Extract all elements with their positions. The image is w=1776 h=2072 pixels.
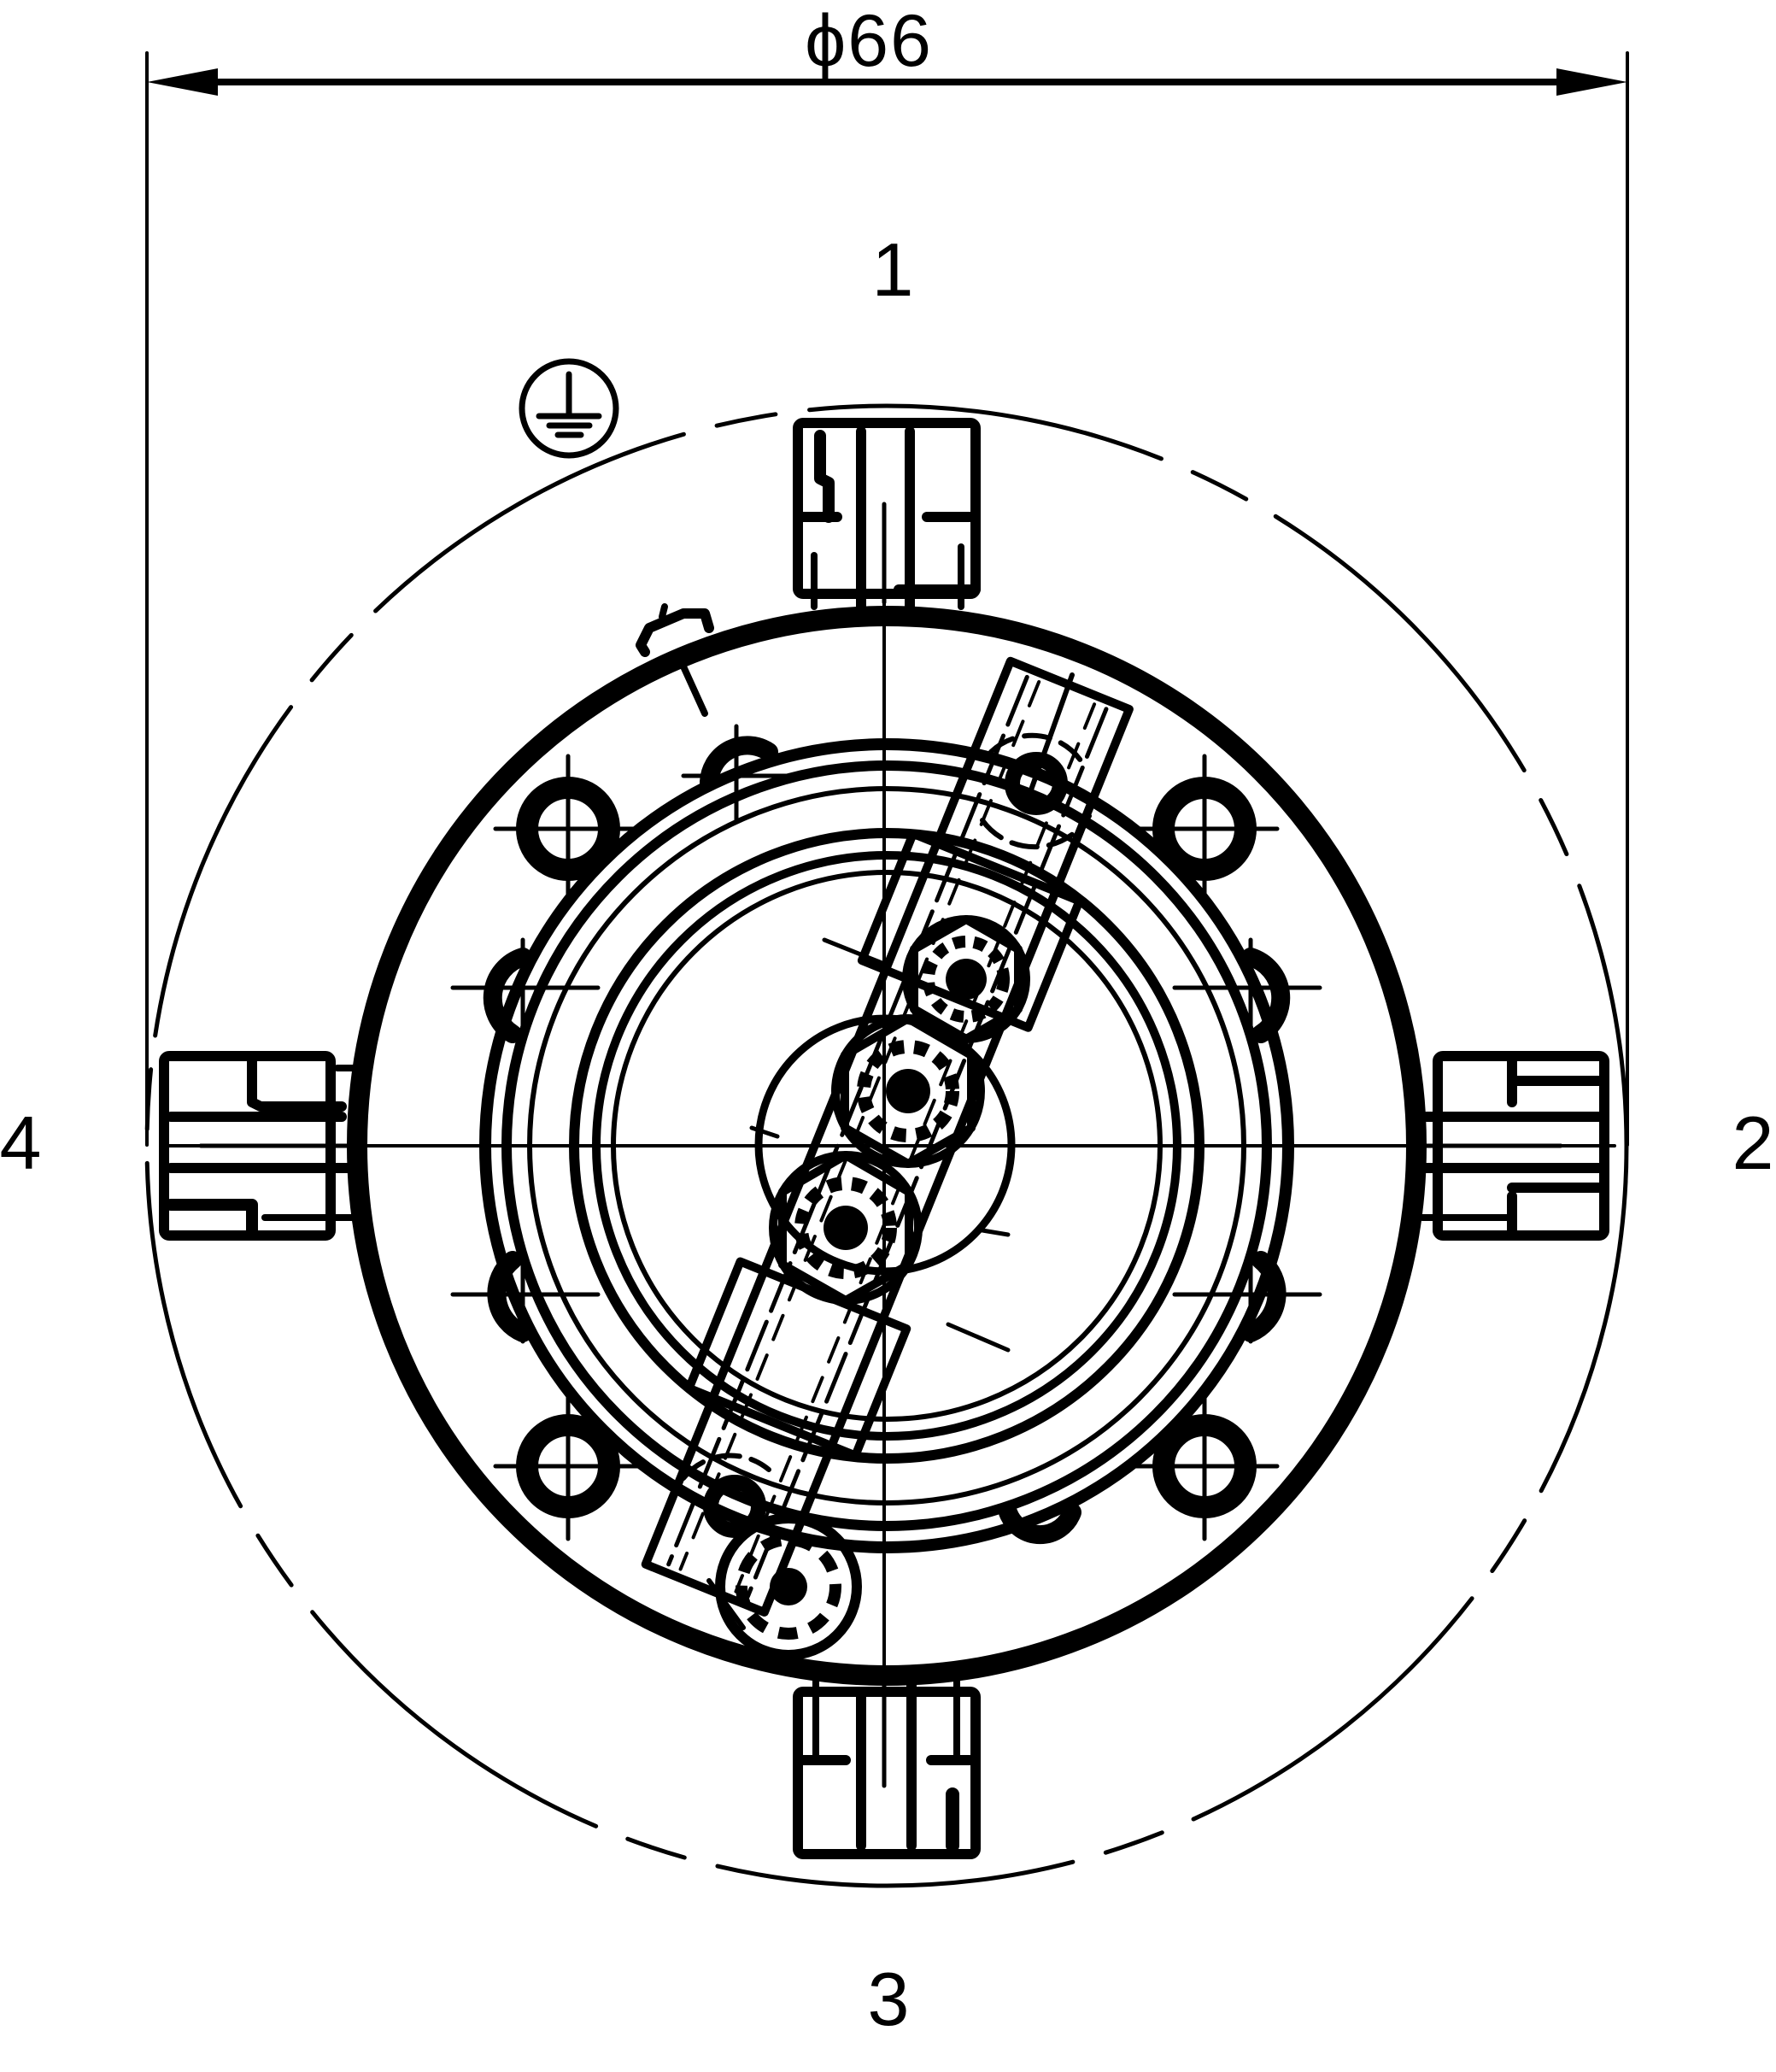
connector-left (159, 1051, 364, 1241)
bolt-hole-icon (1129, 1391, 1280, 1541)
nut-center-icon (946, 959, 987, 1000)
protective-earth-icon (519, 358, 619, 459)
bolt-hole-icon (493, 1391, 643, 1541)
top-small-hole-icon (681, 724, 801, 823)
dimension-line (145, 51, 1629, 1147)
outer-dashed-circle (144, 403, 1629, 1888)
connector-right (1416, 1051, 1609, 1241)
earth-tab (636, 603, 714, 717)
arrow-right-icon (1556, 68, 1627, 96)
connector-top (793, 418, 981, 612)
side-hole-icon (450, 1249, 601, 1344)
side-hole-icon (1172, 937, 1322, 1043)
arrow-left-icon (147, 68, 218, 96)
side-hole-icon (1172, 1249, 1322, 1344)
outlet-label-top: 1 (871, 227, 914, 312)
diameter-dimension-label: ϕ66 (805, 0, 933, 82)
side-hole-icon (450, 937, 601, 1043)
bolt-hole-icon (1129, 754, 1280, 904)
bottom-small-hole-icon (999, 1503, 1081, 1544)
inner-rings (479, 738, 1294, 1553)
bolt-hole-icon (493, 754, 643, 904)
connector-bottom (793, 1670, 981, 1859)
outlet-label-bottom: 3 (867, 1957, 910, 2041)
outlet-label-right: 2 (1732, 1101, 1774, 1185)
busbar-assembly (641, 656, 1134, 1660)
outlet-label-left: 4 (0, 1101, 42, 1185)
bolt-holes (450, 724, 1322, 1544)
